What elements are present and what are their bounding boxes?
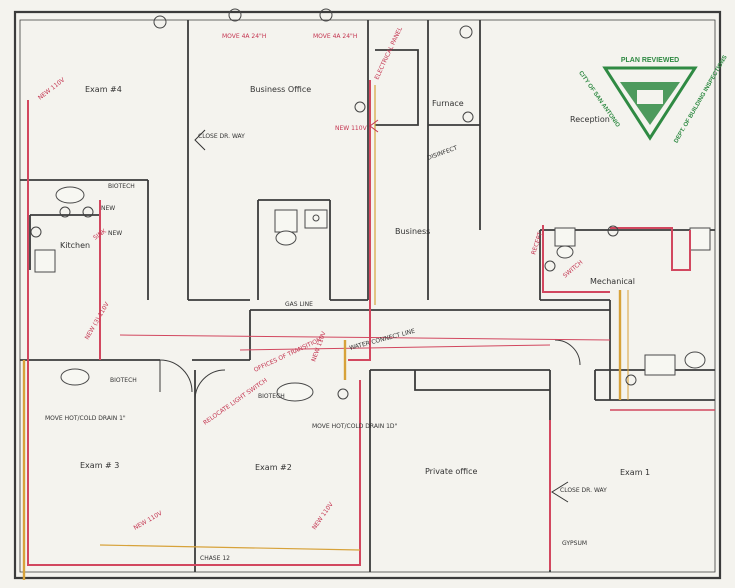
room-furnace-label: Furnace [432,99,464,108]
note-electrical-panel: ELECTRICAL PANEL [373,25,404,80]
annotation-arrows [194,119,569,503]
note-new-110v-2: NEW 110V [335,125,368,132]
note-close-doorway-1: CLOSE DR. WAY [198,133,245,140]
note-new-2: NEW [108,230,122,237]
room-reception-label: Reception [570,115,610,124]
note-move-4-e: MOVE 4A 24"H [313,33,357,40]
room-kitchen-label: Kitchen [60,241,90,250]
room-exam3-label: Exam # 3 [80,461,119,470]
room-exam4-label: Exam #4 [85,85,122,94]
note-water-line: WATER CONNECT LINE [349,328,416,352]
outlet-markers [30,8,637,400]
room-mechanical-label: Mechanical [590,277,635,286]
note-relocate-light: RELOCATE LIGHT SWITCH [202,377,269,427]
room-exam1-label: Exam 1 [620,468,650,477]
door-swings [159,339,581,401]
note-new-110v-5: NEW 110V [311,500,335,531]
note-gas-line: GAS LINE [285,301,313,308]
note-new-110v-4: NEW 110V [133,509,165,531]
inspection-stamp: PLAN REVIEWED CITY OF SAN ANTONIO DEPT. … [577,55,729,145]
note-move-hot-cold-2: MOVE HOT/COLD DRAIN 1D" [312,423,398,430]
note-biotech-2: BIOTECH [110,377,137,384]
note-disinfect: DISINFECT [426,144,458,161]
outer-walls [13,10,722,580]
yellow-plumbing-runs [22,85,629,580]
note-move-hot-cold-1: MOVE HOT/COLD DRAIN 1" [45,415,126,422]
note-move-4-w: MOVE 4A 24"H [222,33,266,40]
note-new-3-110v: NEW (3) 110V [84,300,112,341]
note-chase: CHASE 12 [200,555,230,562]
note-switch: SWITCH [562,259,585,279]
room-business-label: Business [395,227,430,236]
note-close-doorway-2: CLOSE DR. WAY [560,487,607,494]
room-business-office-label: Business Office [250,85,311,94]
note-new-1: NEW [101,205,115,212]
room-exam2-label: Exam #2 [255,463,292,472]
note-biotech-3: BIOTECH [258,393,285,400]
pink-electrical-runs [27,80,715,570]
stamp-line1: PLAN REVIEWED [621,57,679,64]
note-gypsum: GYPSUM [562,540,587,547]
room-private-office-label: Private office [425,467,477,476]
toilets-sinks [34,186,711,402]
interior-walls [20,20,715,572]
note-new-110v-1: NEW 110V [37,76,67,102]
note-biotech-1: BIOTECH [108,183,135,190]
